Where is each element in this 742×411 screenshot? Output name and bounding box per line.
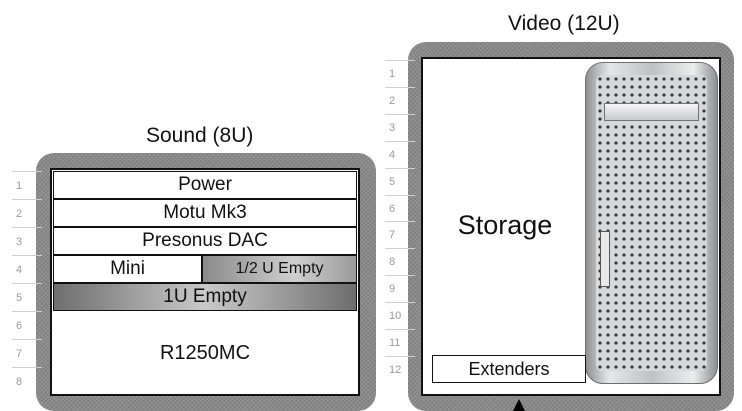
mac-pro-tower-icon (585, 62, 718, 384)
sound-unit-number: 7 (12, 339, 42, 367)
video-unit-number: 9 (385, 275, 415, 302)
one-u-empty-slot: 1U Empty (53, 283, 357, 311)
video-unit-number: 2 (385, 86, 415, 114)
tower-grille (596, 75, 707, 371)
sound-unit-number: 5 (12, 283, 42, 311)
video-unit-number: 6 (385, 194, 415, 222)
sound-unit-number: 4 (12, 255, 42, 283)
tower-drive-bay (604, 103, 699, 121)
video-unit-number: 11 (385, 329, 415, 356)
sound-unit-number: 6 (12, 311, 42, 339)
arrow-up-icon (513, 399, 525, 411)
sound-unit-number: 3 (12, 227, 42, 255)
extenders-slot: Extenders (432, 355, 586, 383)
video-unit-number: 4 (385, 140, 415, 168)
tower-front-ports (600, 231, 610, 287)
r1250mc-slot: R1250MC (159, 341, 251, 364)
video-unit-number: 5 (385, 167, 415, 195)
sound-unit-number: 1 (12, 171, 42, 199)
video-unit-number: 12 (385, 355, 415, 383)
video-unit-number: 10 (385, 302, 415, 329)
video-unit-number: 8 (385, 248, 415, 275)
mini-slot: Mini (53, 255, 202, 283)
video-unit-number: 1 (385, 60, 415, 87)
sound-unit-number: 2 (12, 199, 42, 227)
half-u-empty-slot: 1/2 U Empty (202, 255, 357, 283)
motu-slot: Motu Mk3 (53, 199, 357, 227)
sound-unit-number: 8 (12, 367, 42, 395)
video-rack-title: Video (12U) (508, 12, 620, 35)
presonus-slot: Presonus DAC (53, 227, 357, 255)
power-slot: Power (53, 171, 357, 199)
sound-rack-title: Sound (8U) (146, 124, 254, 147)
video-unit-number: 3 (385, 113, 415, 141)
video-unit-number: 7 (385, 221, 415, 248)
storage-slot: Storage (457, 209, 553, 240)
